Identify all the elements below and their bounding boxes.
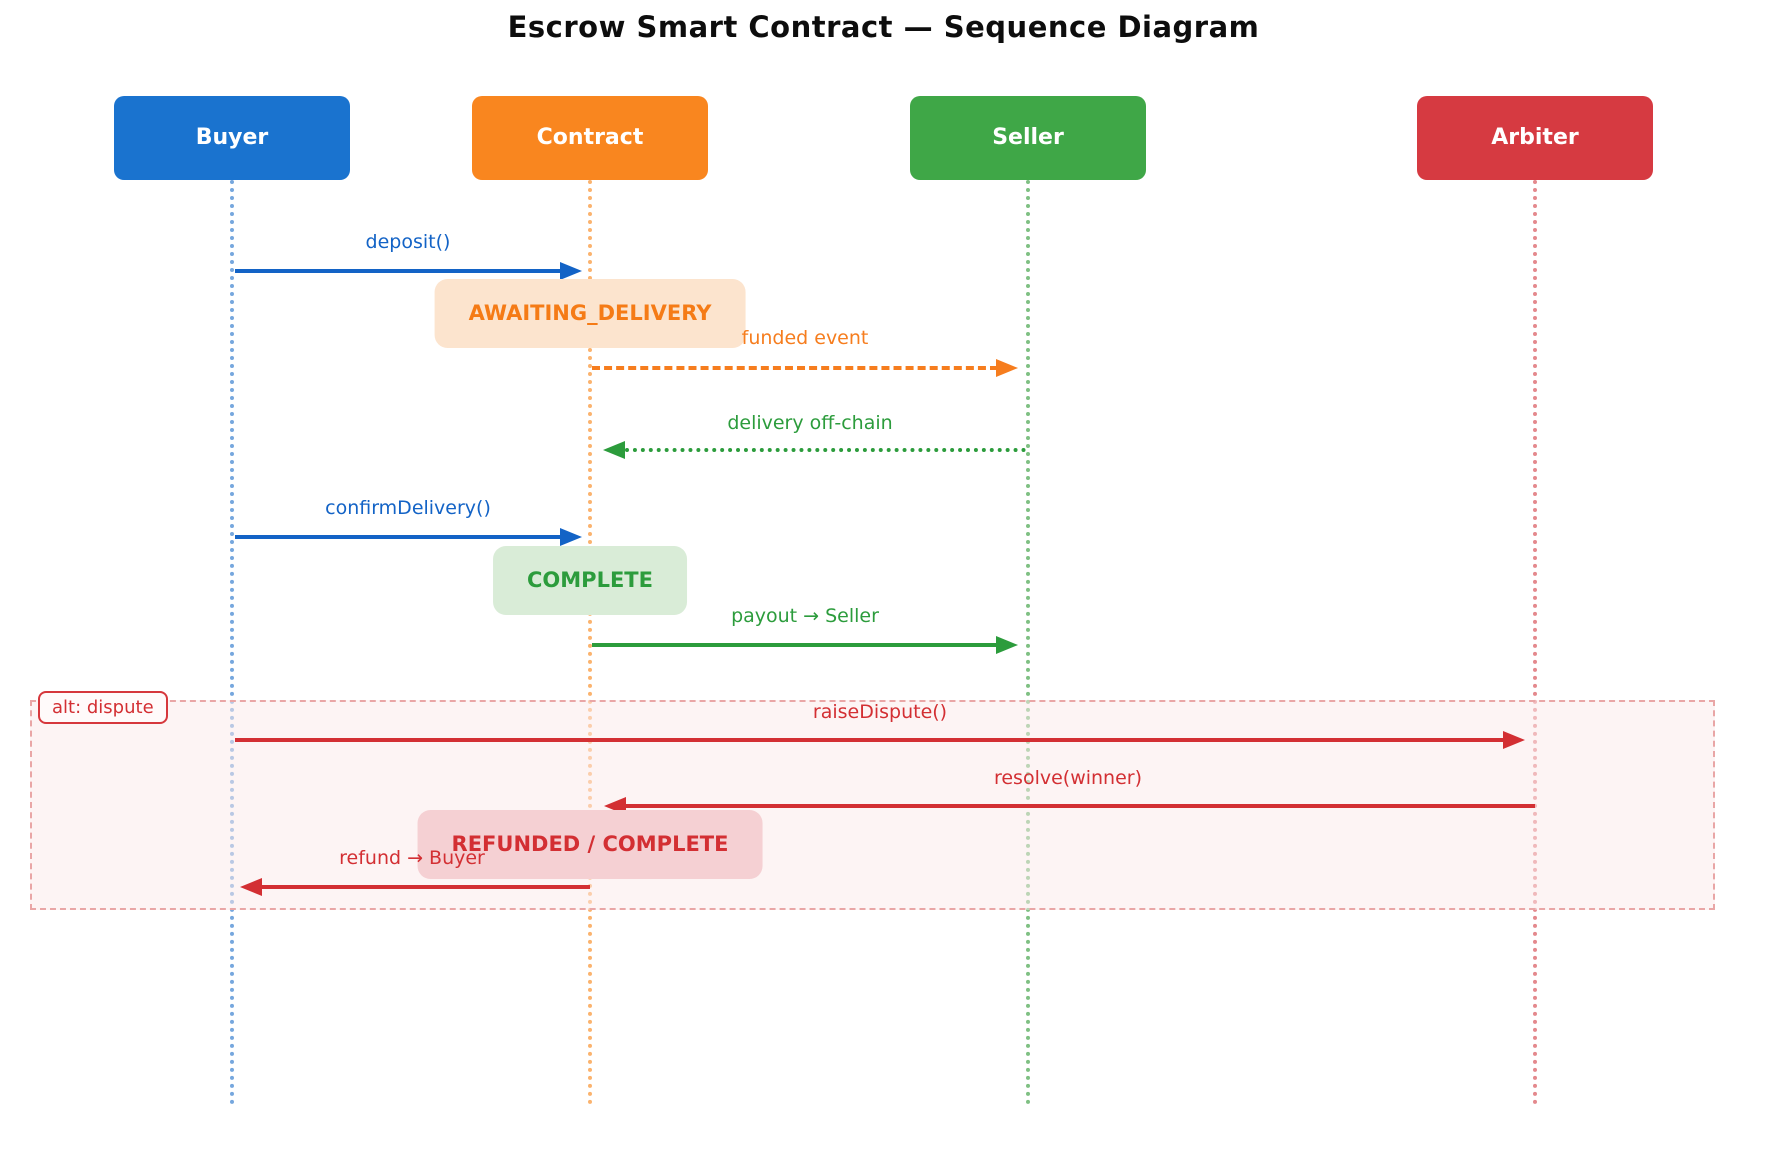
- arbiter-lifeline: [1533, 180, 1537, 1105]
- funded-event-line: [592, 366, 998, 370]
- buyer-lifeline: [230, 180, 234, 1105]
- raise-dispute-arrowhead-icon: [1503, 731, 1525, 749]
- deposit-label: deposit(): [365, 231, 451, 253]
- alt-dispute-label: alt: dispute: [38, 691, 168, 724]
- refund-line: [262, 885, 590, 889]
- state-refunded-complete: REFUNDED / COMPLETE: [417, 810, 763, 879]
- resolve-line: [626, 804, 1535, 808]
- payout-arrowhead-icon: [996, 636, 1018, 654]
- actor-buyer-box: Buyer: [114, 96, 350, 180]
- confirm-delivery-label: confirmDelivery(): [325, 497, 491, 519]
- deposit-arrowhead-icon: [560, 262, 582, 280]
- state-awaiting-delivery: AWAITING_DELIVERY: [434, 279, 746, 348]
- refund-arrowhead-icon: [240, 878, 262, 896]
- funded-event-label: funded event: [741, 327, 869, 349]
- delivery-offchain-line: [625, 448, 1026, 452]
- actor-arbiter-box: Arbiter: [1417, 96, 1653, 180]
- state-complete: COMPLETE: [493, 546, 687, 615]
- payout-label: payout → Seller: [731, 605, 879, 627]
- actor-seller-box: Seller: [910, 96, 1146, 180]
- contract-lifeline: [588, 180, 592, 1105]
- deposit-line: [235, 269, 562, 273]
- page-title: Escrow Smart Contract — Sequence Diagram: [507, 10, 1260, 44]
- refund-label: refund → Buyer: [339, 847, 485, 869]
- funded-event-arrowhead-icon: [996, 359, 1018, 377]
- confirm-delivery-line: [235, 535, 562, 539]
- delivery-offchain-label: delivery off-chain: [727, 412, 893, 434]
- resolve-label: resolve(winner): [993, 767, 1143, 789]
- raise-dispute-label: raiseDispute(): [812, 701, 948, 723]
- raise-dispute-line: [235, 738, 1505, 742]
- payout-line: [592, 643, 998, 647]
- confirm-delivery-arrowhead-icon: [560, 528, 582, 546]
- delivery-offchain-arrowhead-icon: [603, 441, 625, 459]
- actor-contract-box: Contract: [472, 96, 708, 180]
- seller-lifeline: [1026, 180, 1030, 1105]
